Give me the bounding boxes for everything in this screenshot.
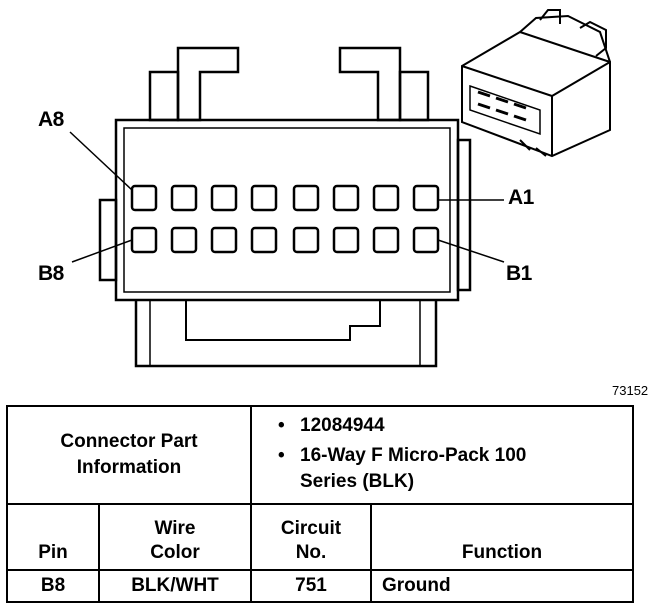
left-latch (176, 46, 240, 122)
figure-number: 73152 (612, 383, 649, 398)
connector-diagram (69, 9, 611, 368)
connector-info-table: Connector Part Information • 12084944 • 16… (6, 405, 634, 603)
pin-label-a8: A8 (38, 108, 64, 131)
right-latch (338, 46, 402, 122)
header-circuit: Circuit No. (250, 503, 372, 571)
header-wire-color-line2: Color (150, 542, 200, 563)
connector-shell (114, 118, 460, 302)
part-description-line: • 16-Way F Micro-Pack 100 Series (BLK) (266, 443, 550, 495)
left-rib (98, 198, 118, 282)
header-wire-color-line1: Wire (154, 518, 196, 539)
pin-label-b8: B8 (38, 262, 64, 285)
pin-leader-lines (69, 131, 505, 263)
part-number: 12084944 (300, 415, 385, 436)
bullet-icon: • (278, 415, 285, 436)
cell-pin: B8 (6, 569, 100, 603)
part-details-cell: • 12084944 • 16-Way F Micro-Pack 100 Serie… (250, 405, 634, 505)
connector-face-view (98, 46, 472, 368)
header-wire-color: Wire Color (98, 503, 252, 571)
part-info-label-cell: Connector Part Information (6, 405, 252, 505)
part-description: 16-Way F Micro-Pack 100 Series (BLK) (300, 445, 527, 492)
part-info-label-line2: Information (76, 457, 182, 478)
header-circuit-line1: Circuit (280, 518, 342, 539)
right-latch-arm (398, 70, 430, 122)
connector-skirt (134, 300, 438, 368)
left-latch-arm (148, 70, 180, 122)
header-circuit-line2: No. (295, 542, 327, 563)
part-info-label-line1: Connector Part (60, 431, 198, 452)
pin-cavities-row-a (130, 184, 440, 212)
connector-inner-frame (123, 127, 451, 293)
cell-wire-color: BLK/WHT (98, 569, 252, 603)
pin-label-a1: A1 (508, 186, 534, 209)
pin-cavities-row-b (130, 226, 440, 254)
part-number-line: • 12084944 (266, 413, 628, 439)
right-rib (456, 138, 472, 292)
table-row: B8 BLK/WHT 751 Ground (6, 569, 634, 603)
bullet-icon: • (278, 445, 285, 466)
connector-isometric-view (461, 9, 611, 158)
cell-function: Ground (370, 569, 634, 603)
cell-circuit: 751 (250, 569, 372, 603)
header-pin: Pin (6, 503, 100, 571)
connector-key (185, 300, 381, 341)
header-function: Function (370, 503, 634, 571)
pin-label-b1: B1 (506, 262, 532, 285)
